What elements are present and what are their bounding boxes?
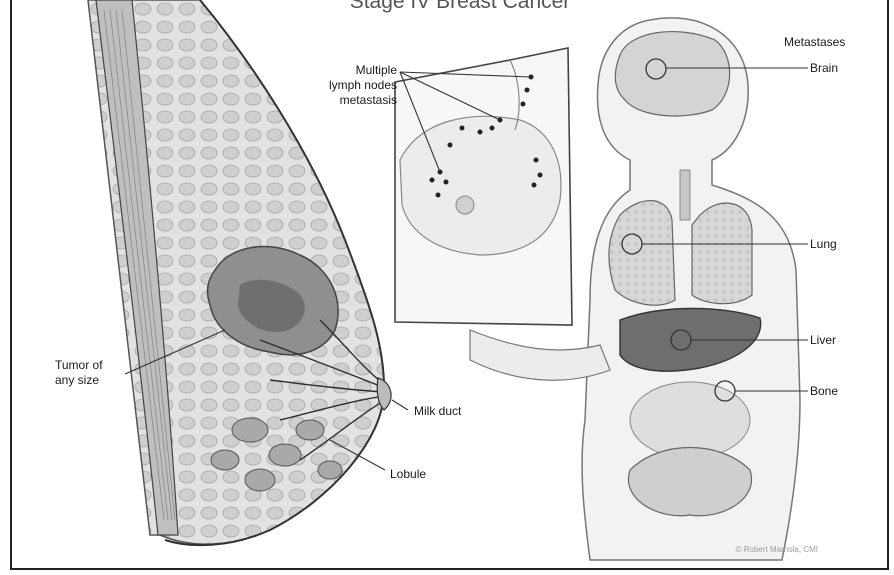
brain-label: Brain — [810, 61, 838, 75]
tumor-label-1: Tumor of — [55, 358, 103, 372]
lobule-label: Lobule — [390, 467, 426, 481]
lymph-label-3: metastasis — [340, 93, 397, 107]
liver-label: Liver — [810, 333, 836, 347]
bone-label: Bone — [810, 384, 838, 398]
right-lung — [692, 203, 752, 304]
credit: © Robert Marnola, CMI — [736, 545, 818, 554]
pelvis-bone — [628, 448, 751, 516]
lung-label: Lung — [810, 237, 837, 251]
metastases-heading: Metastases — [784, 35, 845, 49]
brain-organ — [615, 32, 729, 116]
tumor-label-2: any size — [55, 373, 99, 387]
milk-duct-label: Milk duct — [414, 404, 462, 418]
lymph-label-1: Multiple — [356, 63, 398, 77]
title: Stage IV Breast Cancer — [350, 0, 571, 13]
lymph-inset — [395, 48, 572, 325]
lymph-label-2: lymph nodes — [329, 78, 397, 92]
left-lung — [609, 201, 675, 306]
